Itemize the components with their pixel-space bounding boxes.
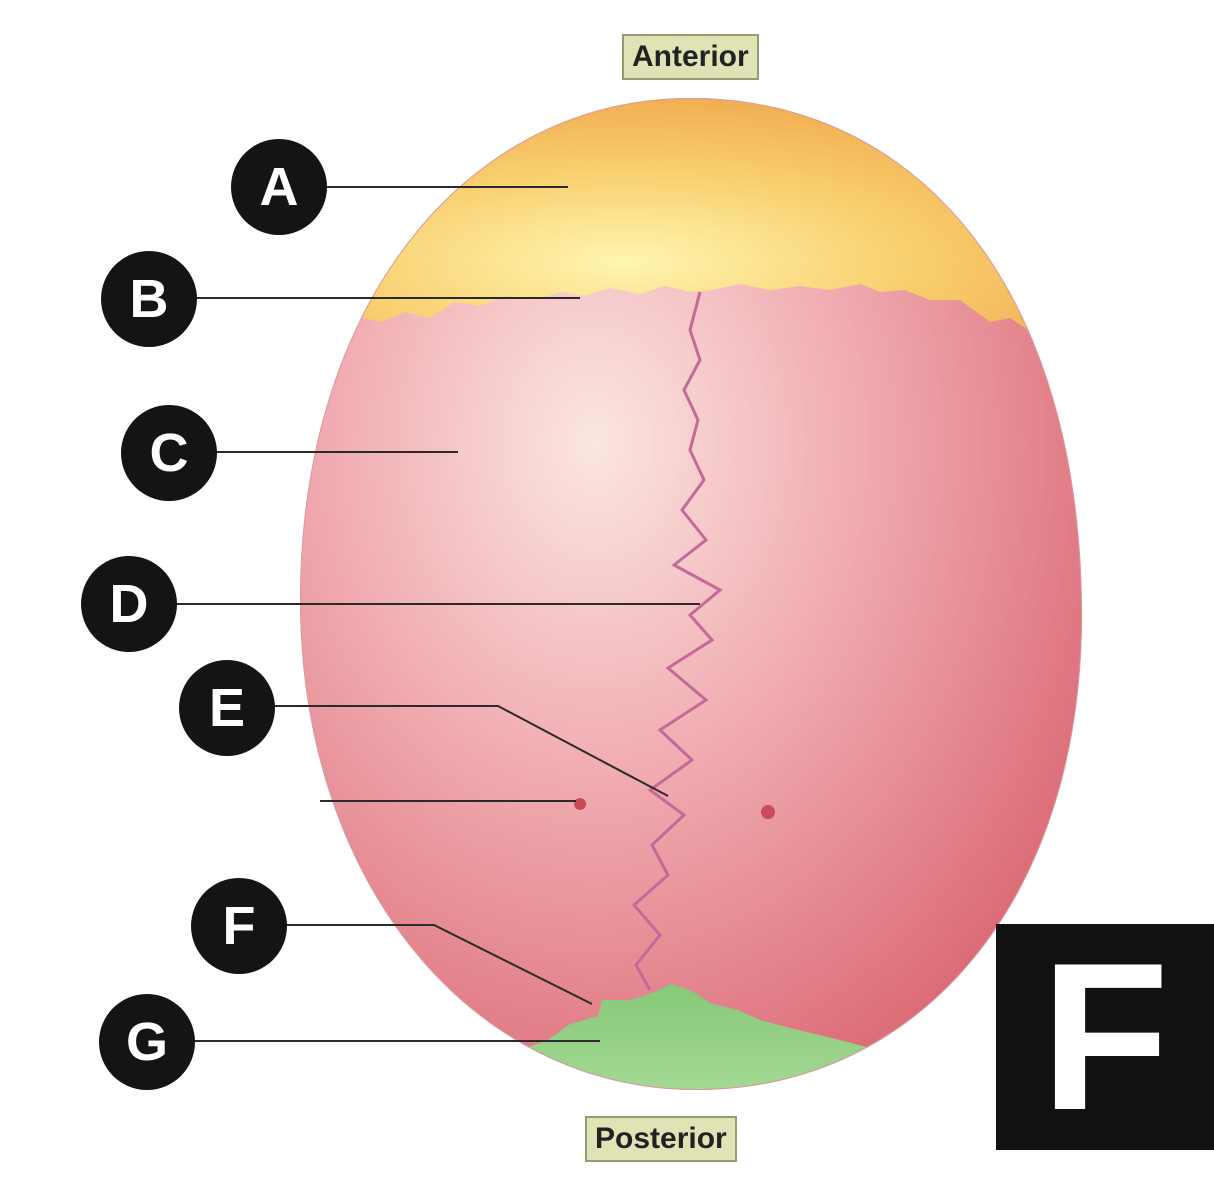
marker-b: B [101, 251, 197, 347]
leader-line-f [286, 924, 593, 1005]
posterior-label: Posterior [585, 1116, 737, 1162]
marker-e: E [179, 660, 275, 756]
skull-outline [300, 98, 1083, 1091]
marker-f: F [191, 878, 287, 974]
parietal-foramen-left [574, 798, 586, 810]
panel-letter-plate: F [996, 924, 1214, 1150]
marker-a: A [231, 139, 327, 235]
marker-d: D [81, 556, 177, 652]
parietal-foramen-right [761, 805, 775, 819]
marker-g: G [99, 994, 195, 1090]
anterior-label: Anterior [622, 34, 759, 80]
marker-c: C [121, 405, 217, 501]
leader-line-e [274, 705, 669, 797]
sagittal-suture [631, 291, 723, 991]
